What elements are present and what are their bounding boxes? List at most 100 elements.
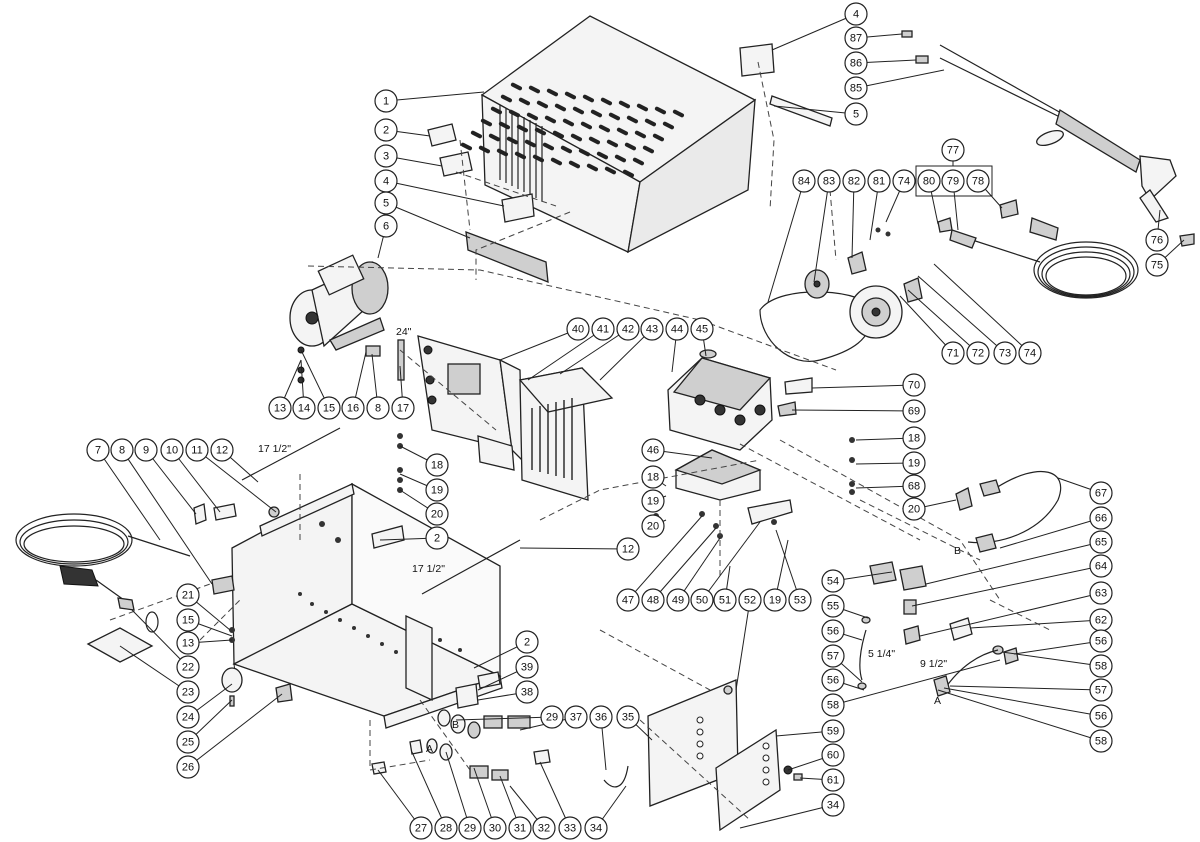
callout-74: 74 (1018, 341, 1042, 365)
leader-line (1001, 651, 1102, 667)
leader-line (455, 716, 553, 721)
callout-62: 62 (1089, 608, 1113, 632)
callout-number: 43 (646, 324, 658, 336)
connection-letter: B (954, 545, 961, 557)
assembly-lines (109, 61, 1051, 821)
callout-7: 7 (86, 438, 110, 462)
callout-number: 53 (794, 595, 806, 607)
leader-line (499, 328, 579, 361)
callout-36: 36 (589, 705, 613, 729)
leader-line (933, 263, 1031, 354)
connection-letter: A (934, 695, 941, 707)
callout-number: 29 (464, 823, 476, 835)
callout-12: 12 (210, 438, 234, 462)
callout-number: 44 (671, 324, 683, 336)
leader-lines (97, 13, 1185, 829)
callout-18: 18 (902, 426, 926, 450)
callout-number: 58 (1095, 736, 1107, 748)
callout-79: 79 (941, 169, 965, 193)
leader-line (999, 517, 1102, 549)
leader-line (411, 751, 447, 829)
leader-line (832, 659, 1001, 706)
callout-number: 61 (827, 775, 839, 787)
leader-line (527, 328, 604, 381)
callout-9: 9 (134, 438, 158, 462)
callout-70: 70 (902, 373, 926, 397)
callout-number: 47 (622, 595, 634, 607)
callout-6: 6 (374, 214, 398, 238)
power-cord (15, 513, 191, 633)
callout-14: 14 (292, 396, 316, 420)
callout-number: 62 (1095, 615, 1107, 627)
spray-gun (939, 44, 1177, 223)
callout-number: 78 (972, 176, 984, 188)
callout-30: 30 (483, 816, 507, 840)
callout-72: 72 (966, 341, 990, 365)
callout-number: 8 (375, 403, 381, 415)
discharge-hose (955, 471, 1062, 553)
callout-number: 4 (853, 9, 859, 21)
decal-4 (501, 193, 535, 223)
callout-number: 25 (182, 737, 194, 749)
callout-number: 72 (972, 348, 984, 360)
callout-28: 28 (434, 816, 458, 840)
callout-number: 41 (597, 324, 609, 336)
callout-56: 56 (821, 619, 845, 643)
leader-line (652, 527, 717, 601)
decal-2 (427, 123, 457, 147)
fitting-75 (1179, 233, 1195, 247)
callout-number: 30 (489, 823, 501, 835)
callout-5: 5 (374, 191, 398, 215)
callout-54: 54 (821, 569, 845, 593)
callout-number: 31 (514, 823, 526, 835)
callout-number: 86 (850, 58, 862, 70)
leader-line (899, 295, 954, 354)
clamp-26 (275, 683, 293, 703)
bushing-82 (847, 251, 867, 275)
callout-37: 37 (564, 705, 588, 729)
dimension-label: 17 1/2" (412, 563, 445, 575)
pulley-small (804, 269, 830, 299)
callout-number: 83 (823, 176, 835, 188)
callout-8: 8 (110, 438, 134, 462)
callout-56: 56 (1089, 704, 1113, 728)
callout-23: 23 (176, 680, 200, 704)
callout-29: 29 (540, 705, 564, 729)
callout-34: 34 (821, 793, 845, 817)
callout-number: 50 (696, 595, 708, 607)
decal-3 (439, 151, 473, 177)
leader-line (767, 180, 805, 303)
callout-number: 42 (622, 324, 634, 336)
callout-22: 22 (176, 655, 200, 679)
callout-74: 74 (892, 169, 916, 193)
callout-number: 19 (908, 458, 920, 470)
screw-25 (229, 695, 235, 707)
callout-number: 19 (769, 595, 781, 607)
callout-number: 15 (323, 403, 335, 415)
callout-number: 8 (119, 445, 125, 457)
callout-number: 82 (848, 176, 860, 188)
callout-number: 34 (590, 823, 602, 835)
callout-number: 51 (719, 595, 731, 607)
leader-line (377, 769, 422, 829)
callout-82: 82 (842, 169, 866, 193)
callout-number: 11 (191, 445, 202, 457)
callout-25: 25 (176, 730, 200, 754)
bushing-71 (903, 277, 923, 303)
leader-line (811, 384, 915, 389)
leader-line (385, 202, 471, 239)
leader-line (385, 180, 505, 207)
callout-63: 63 (1089, 581, 1113, 605)
callout-number: 14 (298, 403, 310, 415)
leader-line (791, 409, 915, 412)
callout-81: 81 (867, 169, 891, 193)
rod-12-bottom (421, 539, 521, 595)
callout-number: 32 (538, 823, 550, 835)
callout-number: 29 (546, 712, 558, 724)
leader-line (925, 541, 1102, 585)
callout-number: 16 (347, 403, 359, 415)
callout-number: 20 (908, 504, 920, 516)
